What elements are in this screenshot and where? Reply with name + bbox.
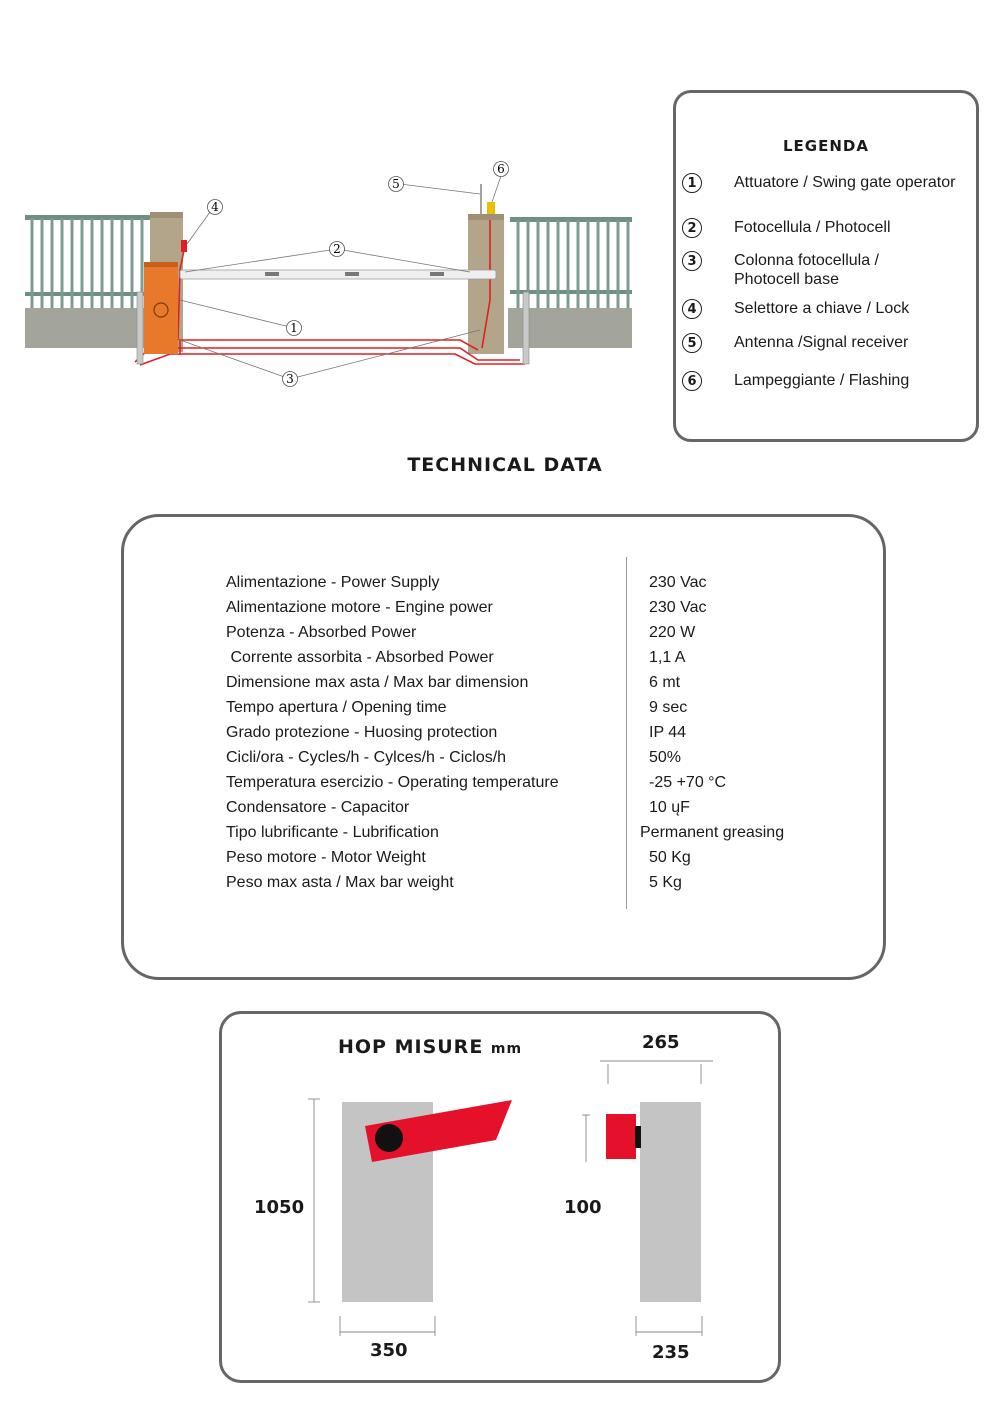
- spec-row: Cicli/ora - Cycles/h - Cylces/h - Ciclos…: [124, 749, 883, 774]
- legend-title: LEGENDA: [783, 137, 869, 155]
- side-view: [582, 1060, 713, 1336]
- spec-label: Peso motore - Motor Weight: [226, 849, 426, 866]
- legend-number: 4: [682, 299, 702, 319]
- callouts: 1 2 3 4 5 6: [207, 161, 509, 387]
- spec-row: Tipo lubrificante - Lubrification Perman…: [124, 824, 883, 849]
- spec-value: 50%: [649, 749, 682, 766]
- legend-number: 3: [682, 251, 702, 271]
- spec-label: Corrente assorbita - Absorbed Power: [226, 649, 494, 666]
- legend-item-2: 2 Fotocellula / Photocell: [682, 218, 891, 238]
- legend-panel: LEGENDA 1 Attuatore / Swing gate operato…: [673, 90, 979, 442]
- spec-label: Tipo lubrificante - Lubrification: [226, 824, 439, 841]
- spec-label: Peso max asta / Max bar weight: [226, 874, 454, 891]
- flashing-light: [487, 202, 495, 214]
- spec-value: IP 44: [649, 724, 687, 741]
- photocell-base-left: [136, 291, 144, 365]
- spec-row: Condensatore - Capacitor 10 ųF: [124, 799, 883, 824]
- legend-text: Lampeggiante / Flashing: [734, 372, 910, 389]
- dimension-side-top: 265: [642, 1032, 680, 1053]
- spec-value: 10 ųF: [649, 799, 690, 816]
- legend-number: 1: [682, 173, 702, 193]
- legend-item-4: 4 Selettore a chiave / Lock: [682, 299, 909, 319]
- callout-5: 5: [388, 176, 404, 192]
- dimension-height: 1050: [254, 1197, 305, 1218]
- legend-item-5: 5 Antenna /Signal receiver: [682, 333, 908, 353]
- spec-label: Condensatore - Capacitor: [226, 799, 410, 816]
- legend-number: 5: [682, 333, 702, 353]
- technical-data-panel: Alimentazione - Power Supply 230 Vac Ali…: [121, 514, 886, 980]
- spec-row: Temperatura esercizio - Operating temper…: [124, 774, 883, 799]
- legend-item-1: 1 Attuatore / Swing gate operator: [682, 173, 955, 193]
- legend-number: 2: [682, 218, 702, 238]
- callout-4: 4: [207, 199, 223, 215]
- spec-row: Dimensione max asta / Max bar dimension …: [124, 674, 883, 699]
- legend-item-3: 3 Colonna fotocellula / Photocell base: [682, 251, 879, 288]
- right-pillar: [468, 214, 504, 354]
- svg-text:5: 5: [392, 177, 400, 191]
- spec-row: Corrente assorbita - Absorbed Power 1,1 …: [124, 649, 883, 674]
- spec-value: -25 +70 °C: [649, 774, 727, 791]
- dimensions-title-text: HOP MISURE: [338, 1036, 484, 1058]
- ground-wiring: [134, 220, 525, 366]
- legend-text: Antenna /Signal receiver: [734, 334, 909, 351]
- legend-number: 6: [682, 371, 702, 391]
- spec-value: 5 Kg: [649, 874, 682, 891]
- gate-operator: [144, 262, 178, 354]
- svg-text:3: 3: [286, 372, 294, 386]
- dimensions-unit: mm: [490, 1041, 523, 1057]
- callout-2: 2: [329, 241, 345, 257]
- barrier-arm: [179, 269, 497, 280]
- column-divider: [626, 557, 627, 909]
- spec-label: Alimentazione - Power Supply: [226, 574, 440, 591]
- dimension-side-mid: 100: [564, 1197, 602, 1218]
- callout-3: 3: [282, 371, 298, 387]
- spec-row: Grado protezione - Huosing protection IP…: [124, 724, 883, 749]
- installation-diagram: 1 2 3 4 5 6: [25, 161, 632, 387]
- svg-text:1: 1: [290, 321, 298, 335]
- spec-value: 9 sec: [649, 699, 688, 716]
- spec-row: Alimentazione - Power Supply 230 Vac: [124, 574, 883, 599]
- spec-value: 50 Kg: [649, 849, 691, 866]
- spec-value: 220 W: [649, 624, 696, 641]
- spec-value: 6 mt: [649, 674, 681, 691]
- spec-row: Potenza - Absorbed Power 220 W: [124, 624, 883, 649]
- spec-label: Dimensione max asta / Max bar dimension: [226, 674, 529, 691]
- callout-6: 6: [493, 161, 509, 177]
- dimensions-panel: HOP MISURE mm 1050 350 265 235 100: [219, 1011, 781, 1383]
- spec-label: Temperatura esercizio - Operating temper…: [226, 774, 559, 791]
- legend-text: Colonna fotocellula / Photocell base: [734, 252, 879, 288]
- legend-item-6: 6 Lampeggiante / Flashing: [682, 371, 909, 391]
- legend-text: Attuatore / Swing gate operator: [734, 174, 956, 191]
- dimension-front-width: 350: [370, 1340, 408, 1361]
- callout-1: 1: [286, 320, 302, 336]
- spec-row: Alimentazione motore - Engine power 230 …: [124, 599, 883, 624]
- legend-text: Selettore a chiave / Lock: [734, 300, 910, 317]
- photocell-base-right: [522, 291, 530, 365]
- spec-value: 230 Vac: [649, 574, 707, 591]
- spec-row: Tempo apertura / Opening time 9 sec: [124, 699, 883, 724]
- dimension-drawings: [308, 1060, 713, 1336]
- dimensions-title: HOP MISURE mm: [338, 1036, 522, 1058]
- spec-label: Alimentazione motore - Engine power: [226, 599, 493, 616]
- spec-label: Cicli/ora - Cycles/h - Cylces/h - Ciclos…: [226, 749, 507, 766]
- spec-row: Peso max asta / Max bar weight 5 Kg: [124, 874, 883, 899]
- spec-label: Potenza - Absorbed Power: [226, 624, 417, 641]
- front-view: [308, 1098, 512, 1336]
- spec-row: Peso motore - Motor Weight 50 Kg: [124, 849, 883, 874]
- svg-text:4: 4: [211, 200, 219, 214]
- legend-text: Fotocellula / Photocell: [734, 219, 891, 236]
- spec-label: Tempo apertura / Opening time: [226, 699, 447, 716]
- spec-value: 1,1 A: [649, 649, 686, 666]
- spec-value: 230 Vac: [649, 599, 707, 616]
- key-selector: [181, 240, 187, 252]
- spec-label: Grado protezione - Huosing protection: [226, 724, 498, 741]
- svg-text:6: 6: [497, 162, 505, 176]
- technical-data-title: TECHNICAL DATA: [407, 454, 603, 476]
- svg-text:2: 2: [333, 242, 341, 256]
- dimension-side-bottom: 235: [652, 1342, 690, 1363]
- spec-value: Permanent greasing: [640, 824, 785, 841]
